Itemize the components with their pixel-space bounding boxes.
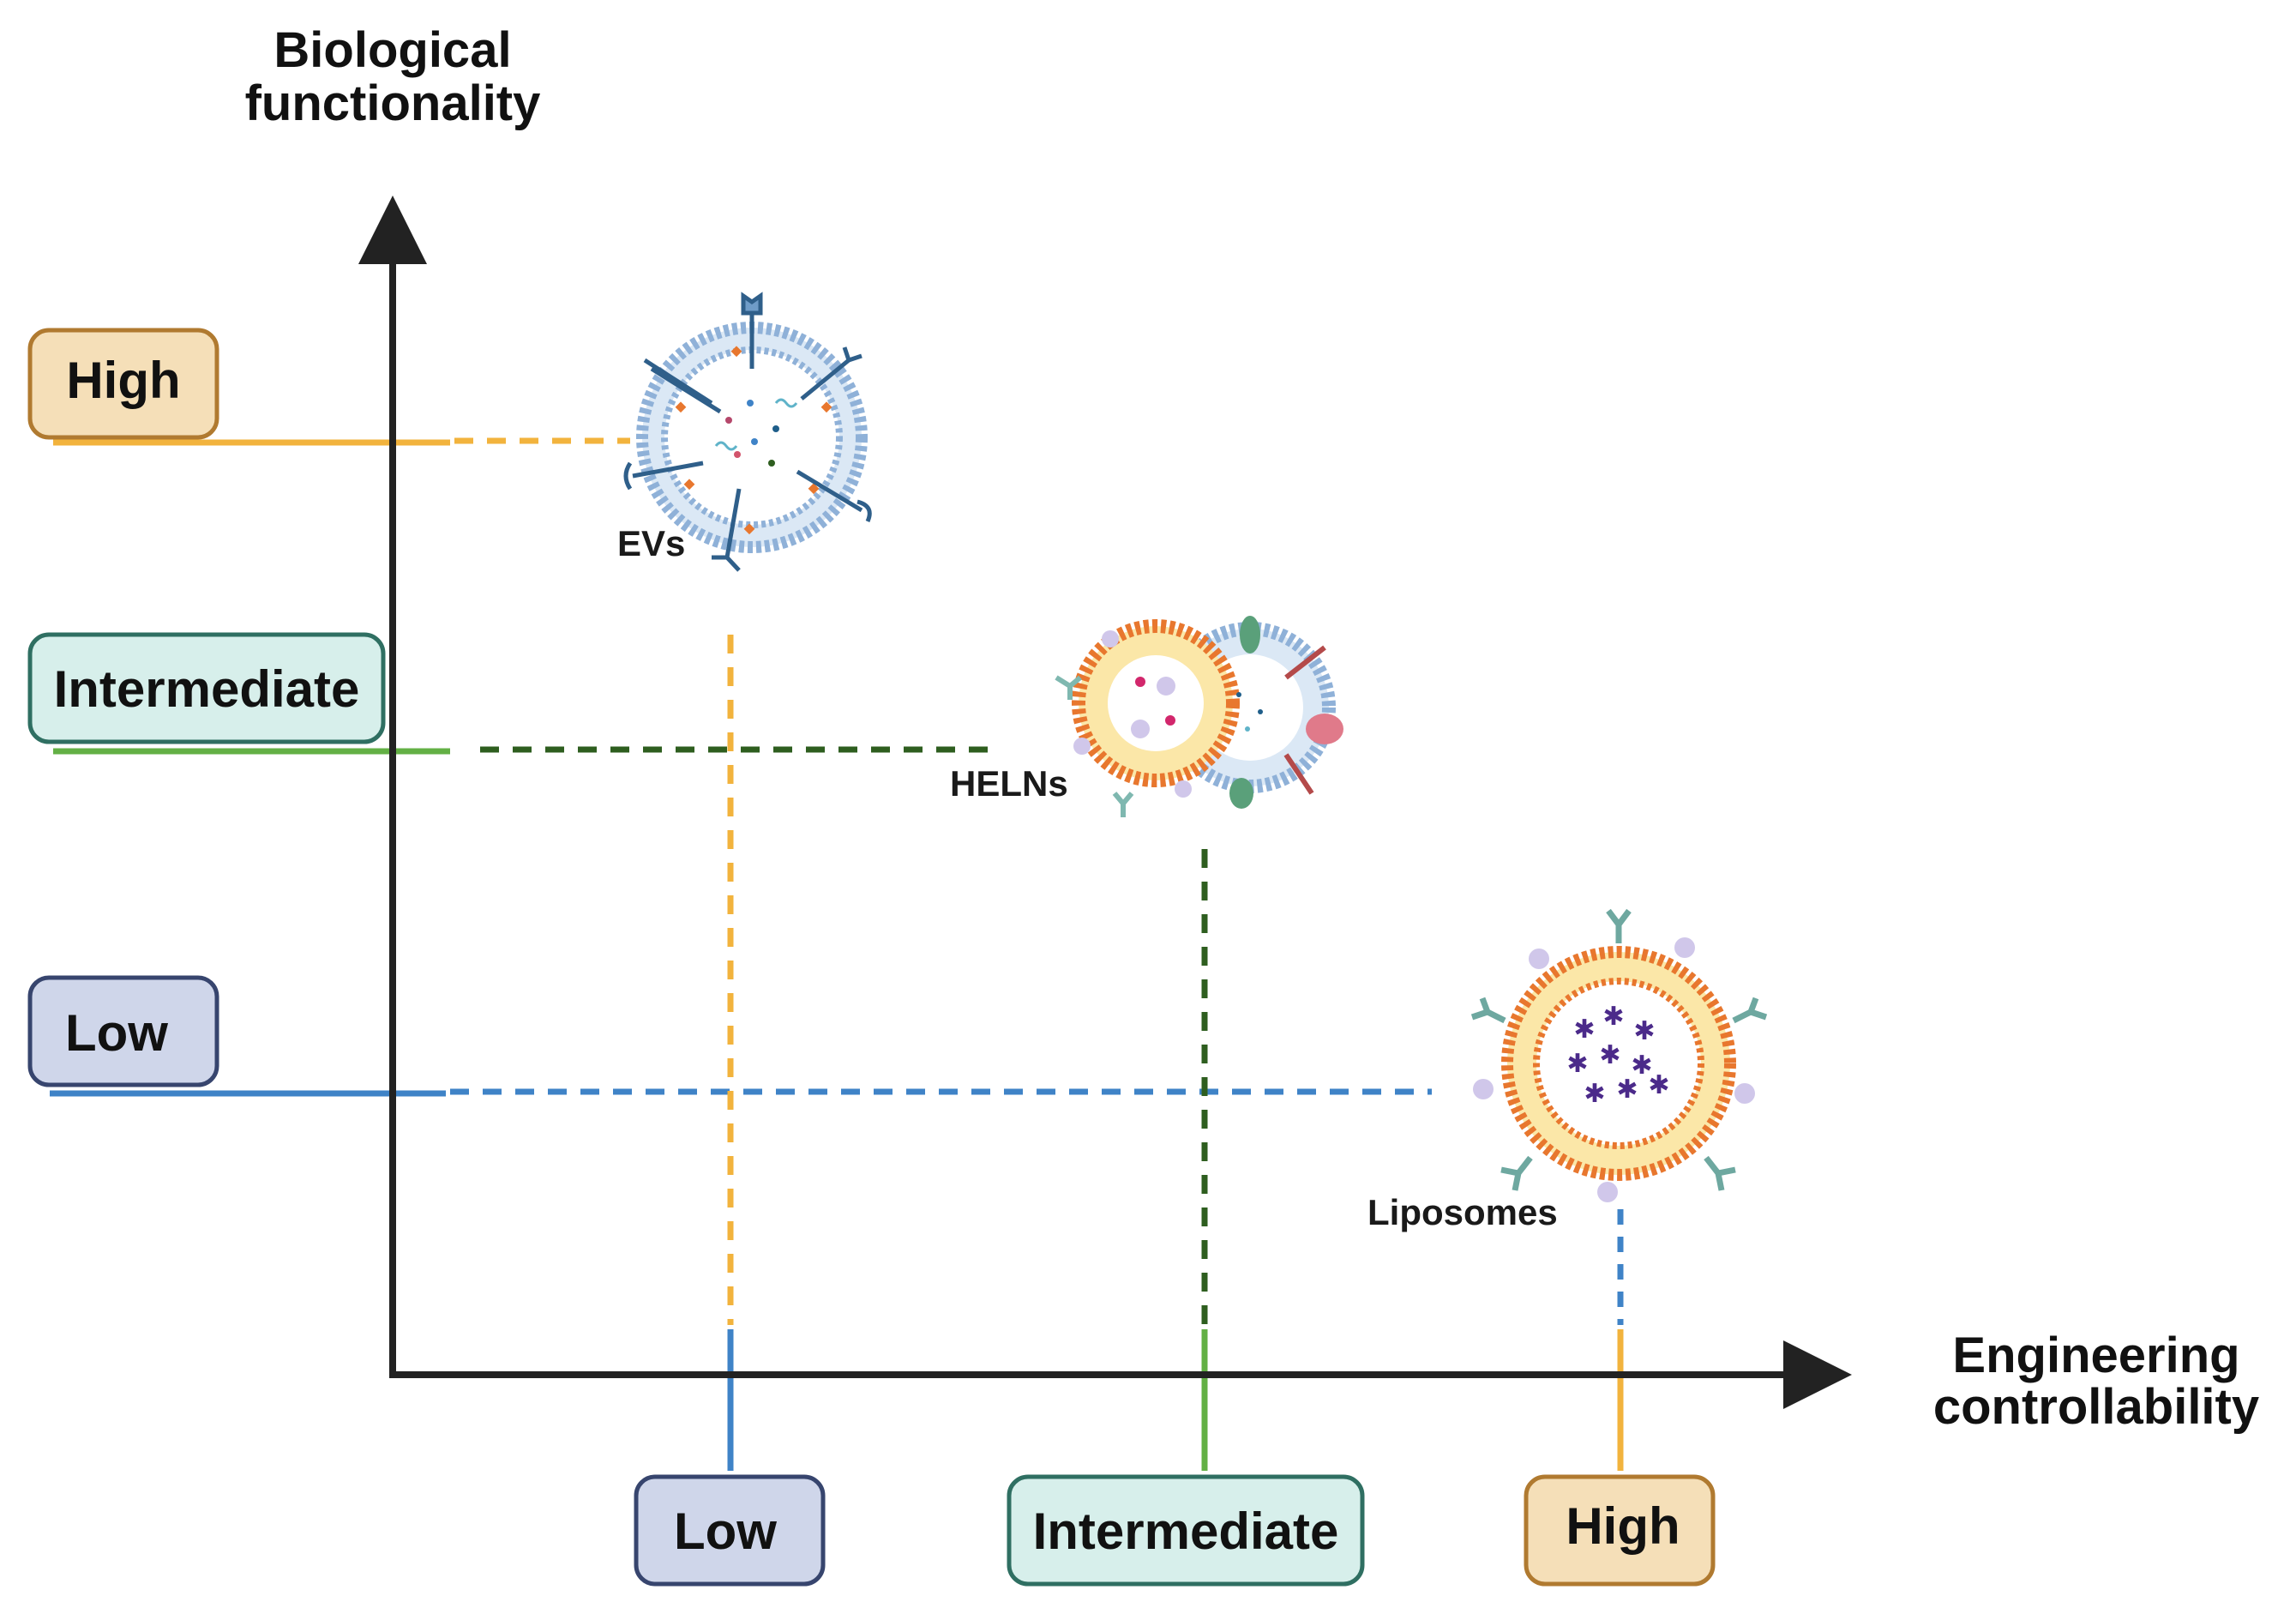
svg-text:✱: ✱ <box>1584 1080 1605 1108</box>
svg-text:✱: ✱ <box>1631 1051 1652 1080</box>
y-level-intermediate-label: Intermediate <box>54 660 360 718</box>
x-level-high-box <box>1524 1474 1716 1587</box>
ev-cargo <box>714 398 798 467</box>
y-level-low: Low <box>27 975 219 1087</box>
liposome-inner-membrane <box>1533 978 1704 1149</box>
x-level-intermediate: Intermediate <box>1007 1474 1365 1587</box>
liposome-cargo: ✱ ✱ ✱ ✱ ✱ ✱ ✱ ✱ ✱ <box>1566 1003 1669 1108</box>
y-level-low-label: Low <box>65 1004 168 1062</box>
ev-inner-membrane <box>661 346 843 528</box>
x-level-high-label: High <box>1566 1497 1680 1555</box>
svg-text:✱: ✱ <box>1573 1015 1595 1044</box>
liposome-particle: ✱ ✱ ✱ ✱ ✱ ✱ ✱ ✱ ✱ Liposomes <box>1367 908 1768 1232</box>
liposome-ligands <box>1470 908 1768 1202</box>
x-level-high: High <box>1524 1474 1716 1587</box>
y-level-low-box <box>27 975 219 1087</box>
svg-text:✱: ✱ <box>1599 1041 1620 1069</box>
heln-particle: HELNs <box>950 616 1343 817</box>
x-axis-title-line2: controllability <box>1933 1379 2259 1435</box>
heln-label: HELNs <box>950 763 1068 804</box>
ev-receptors <box>623 292 872 572</box>
x-level-intermediate-label: Intermediate <box>1033 1503 1339 1560</box>
y-level-high-box <box>27 328 219 440</box>
y-level-intermediate-box <box>27 632 386 744</box>
svg-text:✱: ✱ <box>1648 1071 1669 1099</box>
y-level-high-label: High <box>66 352 180 409</box>
ev-particle: EVs <box>617 292 872 572</box>
svg-text:✱: ✱ <box>1616 1075 1638 1104</box>
heln-orange-core <box>1108 655 1204 751</box>
y-axis-title-line1: Biological <box>273 22 511 78</box>
heln-surface-proteins <box>1055 616 1343 817</box>
x-level-intermediate-box <box>1007 1474 1365 1587</box>
x-level-low-label: Low <box>674 1503 777 1560</box>
y-level-high: High <box>27 328 219 440</box>
y-level-intermediate: Intermediate <box>27 632 386 744</box>
heln-cargo <box>1131 677 1263 738</box>
liposome-label: Liposomes <box>1367 1192 1558 1232</box>
x-axis-title-line1: Engineering <box>1952 1328 2239 1383</box>
ev-label: EVs <box>617 523 685 563</box>
x-level-low: Low <box>634 1474 826 1587</box>
y-axis-title-line2: functionality <box>245 75 541 131</box>
svg-text:✱: ✱ <box>1566 1050 1588 1078</box>
x-level-low-box <box>634 1474 826 1587</box>
svg-text:✱: ✱ <box>1633 1017 1655 1045</box>
svg-text:✱: ✱ <box>1602 1003 1624 1031</box>
